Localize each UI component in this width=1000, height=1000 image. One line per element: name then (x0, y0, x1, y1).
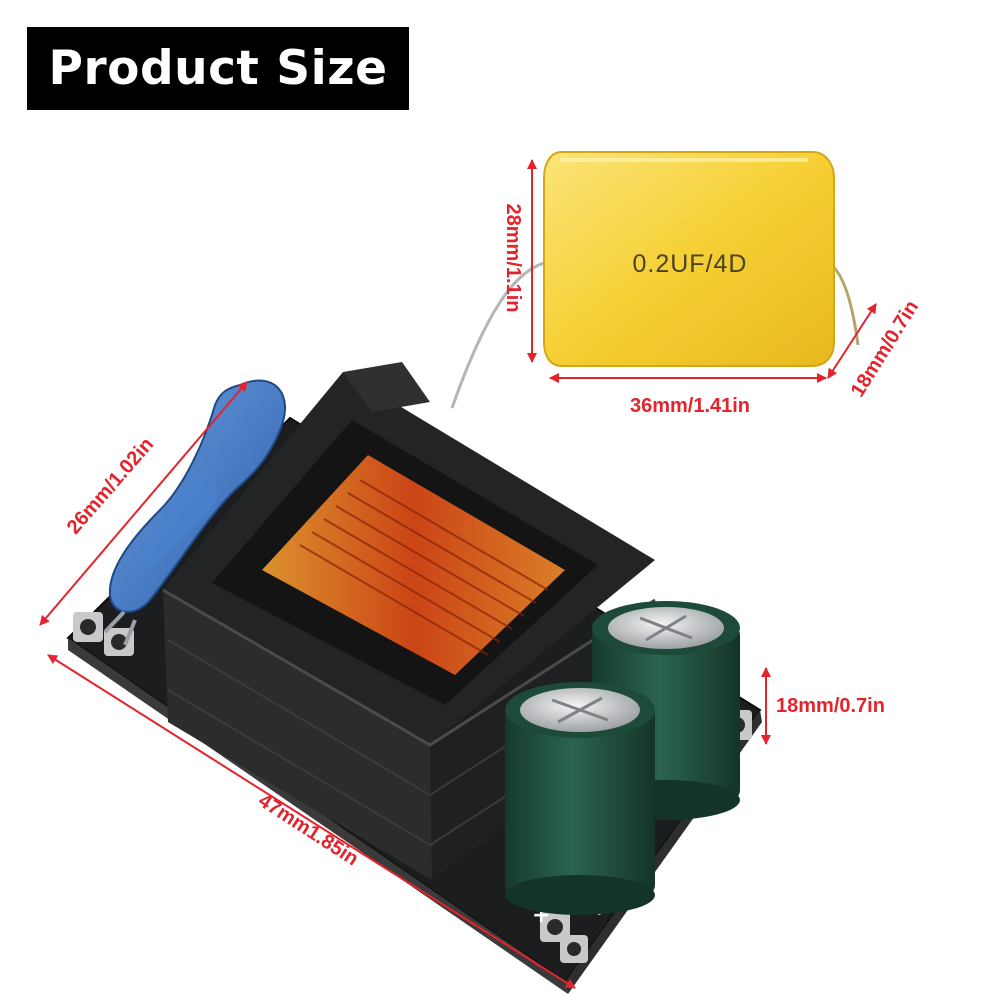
electrolytic-capacitor-front (505, 682, 655, 915)
dimension-label-component-height: 18mm/0.7in (776, 695, 885, 717)
product-size-banner: Product Size (27, 27, 409, 110)
capacitor-marking: 0.2UF/4D (633, 250, 748, 278)
dimension-label-cap-width: 36mm/1.41in (630, 395, 750, 417)
dimension-lines (39, 159, 877, 989)
yellow-film-capacitor: 0.2UF/4D (450, 151, 860, 409)
dimension-label-board-width: 26mm/1.02in (63, 434, 158, 539)
dimension-label-cap-height: 28mm/1.1in (502, 204, 524, 313)
dimension-label-cap-lead: 18mm/0.7in (847, 297, 923, 401)
